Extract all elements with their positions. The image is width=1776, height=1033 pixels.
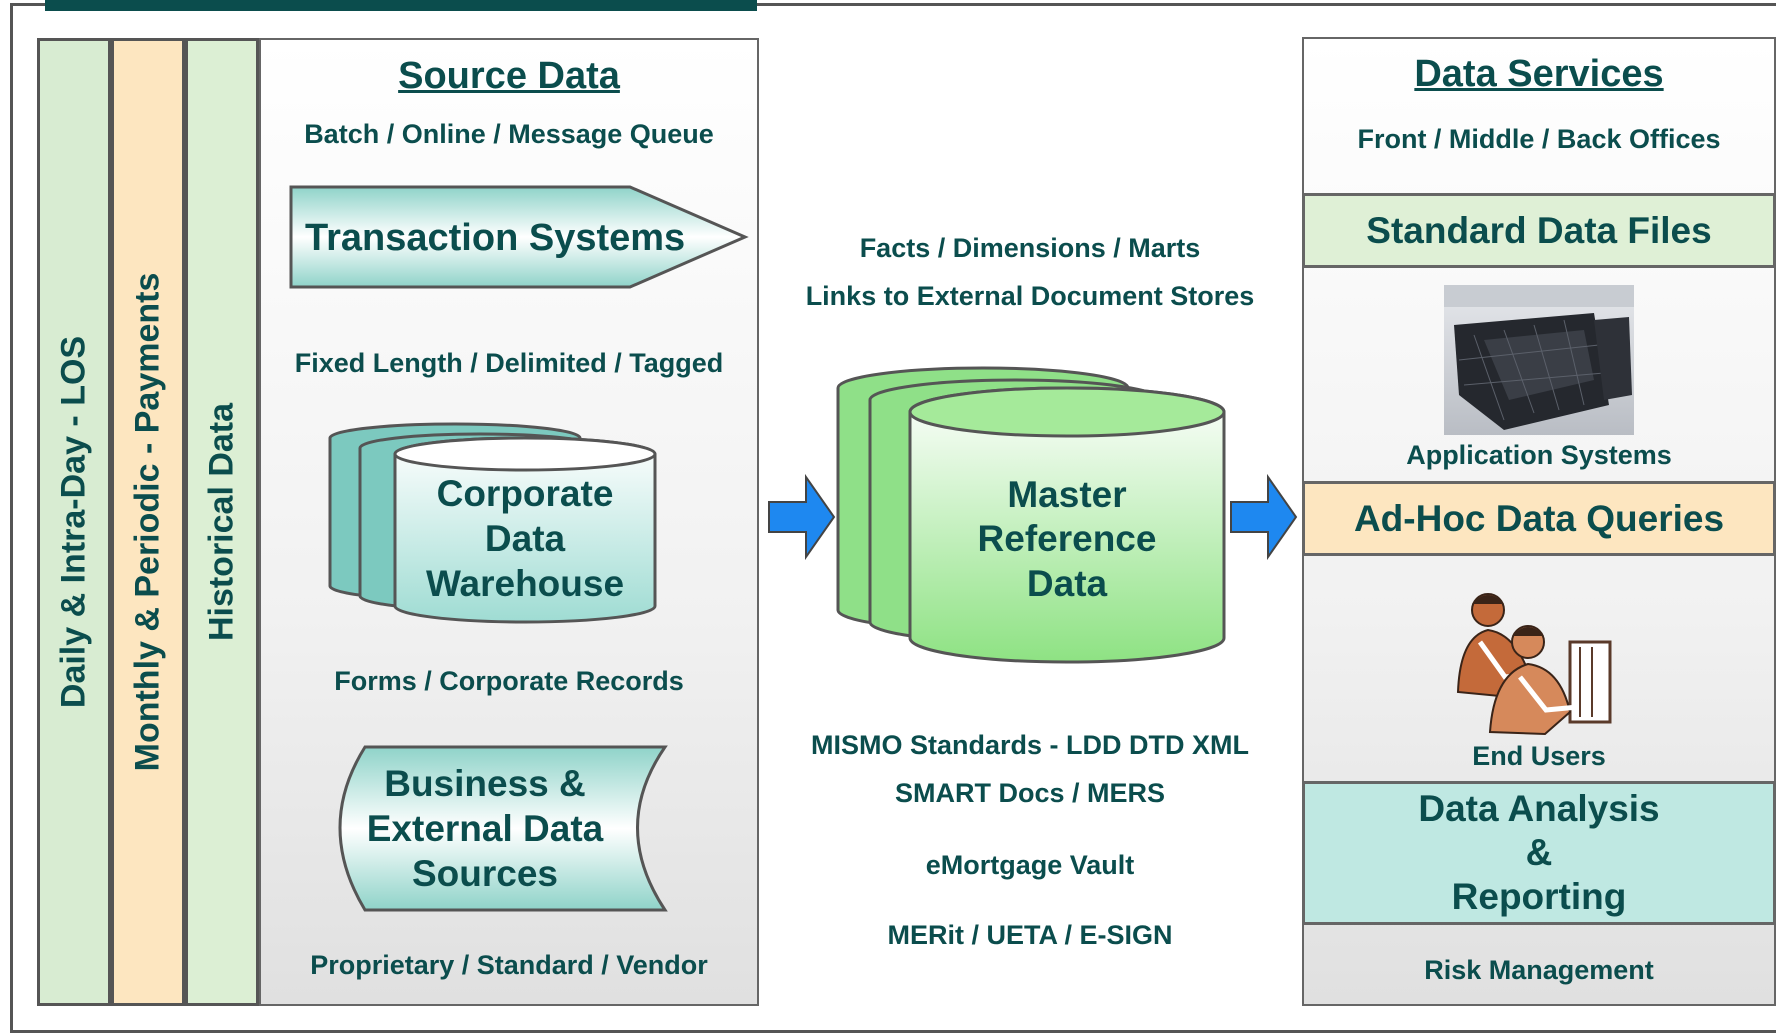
end-users-label: End Users [1472, 741, 1606, 771]
band-historical: Historical Data [185, 38, 259, 1006]
transaction-systems-label: Transaction Systems [305, 217, 685, 259]
data-analysis-box: Data Analysis & Reporting [1302, 781, 1776, 925]
master-line-3: Data [1027, 563, 1108, 604]
master-line-1: Master [1007, 474, 1126, 515]
master-line-2: Reference [978, 518, 1157, 559]
standard-data-files-box: Standard Data Files [1302, 193, 1776, 268]
corporate-data-warehouse-shape: Corporate Data Warehouse [328, 422, 657, 624]
arrow-left [768, 473, 836, 561]
risk-management-label: Risk Management [1424, 955, 1654, 985]
application-systems-label: Application Systems [1406, 440, 1672, 470]
header-bar [45, 0, 757, 11]
transaction-systems-shape: Transaction Systems [289, 185, 749, 289]
band-daily: Daily & Intra-Day - LOS [37, 38, 111, 1006]
source-data-subtitle: Batch / Online / Message Queue [304, 119, 714, 149]
arrow-right [1230, 473, 1298, 561]
data-services-title: Data Services [1414, 53, 1664, 95]
warehouse-line-2: Data [485, 518, 566, 559]
links-label: Links to External Document Stores [805, 281, 1255, 311]
band-monthly-label: Monthly & Periodic - Payments [128, 272, 167, 772]
mismo-label: MISMO Standards - LDD DTD XML [811, 730, 1249, 760]
analysis-line-2: & [1525, 832, 1553, 873]
master-reference-data-shape: Master Reference Data [836, 366, 1226, 664]
external-data-sources-shape: Business & External Data Sources [338, 745, 668, 912]
formats-label: Fixed Length / Delimited / Tagged [294, 348, 724, 378]
forms-label: Forms / Corporate Records [334, 666, 684, 696]
data-services-subtitle: Front / Middle / Back Offices [1357, 124, 1721, 154]
end-users-clipart [1456, 593, 1612, 736]
external-line-2: External Data [367, 808, 604, 849]
vendors-label: Proprietary / Standard / Vendor [310, 950, 708, 980]
external-line-1: Business & [384, 763, 586, 804]
warehouse-line-1: Corporate [437, 473, 614, 514]
warehouse-line-3: Warehouse [426, 563, 624, 604]
standard-data-files-label: Standard Data Files [1366, 209, 1712, 251]
analysis-line-1: Data Analysis [1418, 788, 1660, 829]
band-daily-label: Daily & Intra-Day - LOS [54, 335, 93, 709]
band-historical-label: Historical Data [202, 402, 241, 642]
smart-docs-label: SMART Docs / MERS [894, 778, 1166, 808]
facts-label: Facts / Dimensions / Marts [859, 233, 1201, 263]
source-data-title: Source Data [398, 55, 620, 97]
adhoc-data-queries-box: Ad-Hoc Data Queries [1302, 481, 1776, 556]
adhoc-data-queries-label: Ad-Hoc Data Queries [1353, 497, 1725, 539]
emortgage-vault-label: eMortgage Vault [925, 850, 1135, 880]
server-room-image [1444, 285, 1634, 435]
merit-label: MERit / UETA / E-SIGN [887, 920, 1173, 950]
analysis-line-3: Reporting [1451, 876, 1627, 917]
external-line-3: Sources [412, 853, 558, 894]
band-monthly: Monthly & Periodic - Payments [111, 38, 185, 1006]
